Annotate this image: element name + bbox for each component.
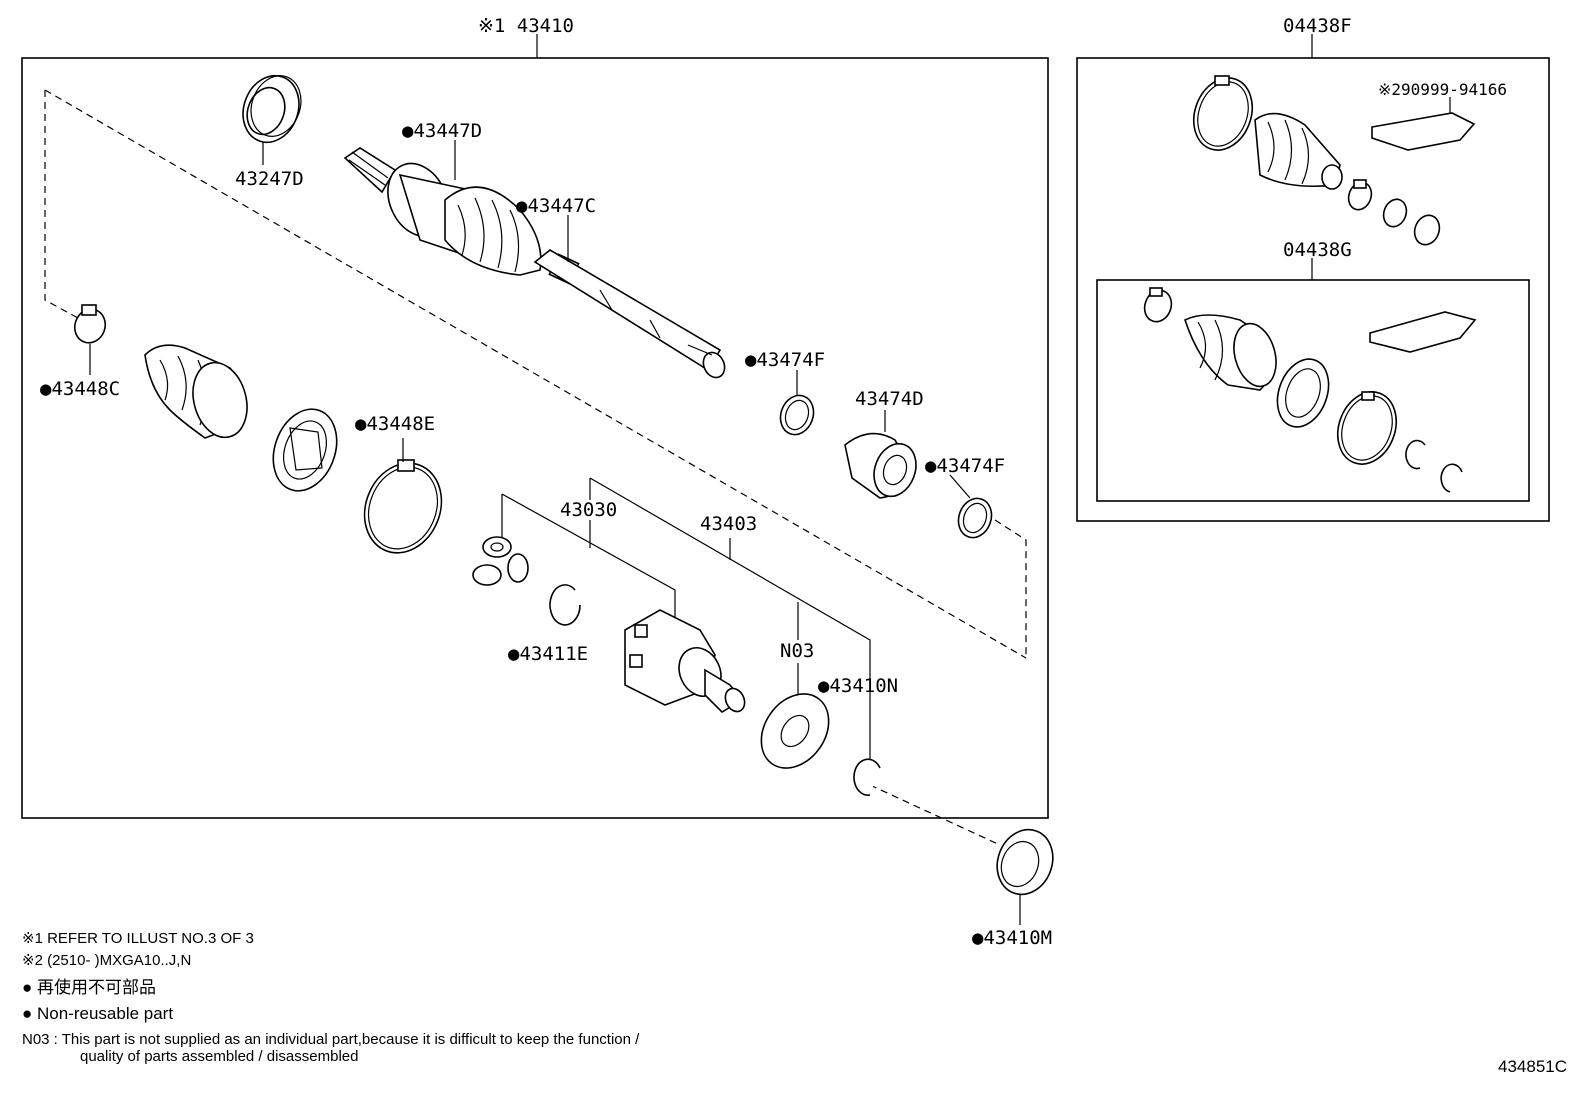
note-non-reusable-en: ● Non-reusable part	[22, 1004, 173, 1023]
kit-f-ring-part	[1382, 198, 1408, 228]
label-kit-g: 04438G	[1283, 239, 1352, 261]
note-n03-line1: N03 : This part is not supplied as an in…	[22, 1031, 640, 1048]
label-main-assembly: ※1 43410	[478, 15, 574, 37]
label-grease: ※290999-94166	[1378, 80, 1507, 99]
seal-43247D-part	[242, 74, 302, 144]
note-n03-line2: quality of parts assembled / disassemble…	[80, 1048, 358, 1065]
note-refer-illust: ※1 REFER TO ILLUST NO.3 OF 3	[22, 930, 254, 947]
kit-g-clamp-band-part	[1337, 391, 1397, 465]
label-43410M: ●43410M	[972, 927, 1052, 949]
ring-43474F-b-part	[957, 497, 993, 539]
note-non-reusable-jp: ● 再使用不可部品	[22, 977, 156, 997]
label-43474D: 43474D	[855, 388, 924, 410]
label-43030: 43030	[560, 499, 617, 521]
illustration-id: 434851C	[1498, 1057, 1567, 1076]
washer-N03-part	[760, 693, 830, 769]
label-43474F-a: ●43474F	[745, 349, 825, 371]
main-assembly-box	[21, 57, 1049, 819]
seal-43410M-part	[996, 828, 1054, 896]
label-43247D: 43247D	[235, 168, 304, 190]
note-serial-range: ※2 (2510- )MXGA10..J,N	[22, 952, 191, 969]
label-43410N: ●43410N	[818, 675, 898, 697]
kit-g-snap-ring-part	[1405, 439, 1426, 470]
clamp-band-43448E-part	[363, 459, 443, 554]
kit-f-ring2-part	[1413, 214, 1441, 246]
kit-f-box	[1076, 57, 1550, 522]
label-43474F-b: ●43474F	[925, 455, 1005, 477]
kit-g-boot-part	[1184, 314, 1277, 391]
kit-g-box	[1096, 279, 1530, 502]
drive-shaft-part	[343, 147, 726, 379]
damper-43474D-part	[844, 432, 917, 499]
inner-joint-housing-part	[624, 609, 746, 714]
tripod-joint-part	[472, 536, 529, 586]
label-43411E: ●43411E	[508, 643, 588, 665]
kit-f-clamp-band-part	[1193, 75, 1253, 151]
kit-g-retainer-part	[1276, 358, 1330, 428]
snap-ring-43411E-part	[549, 584, 581, 626]
boot-inner-part	[144, 344, 248, 439]
ring-43474F-a-part	[779, 394, 815, 436]
kit-f-small-clamp-part	[1347, 179, 1373, 211]
label-43403: 43403	[700, 513, 757, 535]
kit-g-snap-ring2-part	[1440, 463, 1463, 493]
label-43448E: ●43448E	[355, 413, 435, 435]
label-N03: N03	[780, 640, 814, 662]
kit-f-boot-part	[1254, 112, 1343, 190]
label-kit-f: 04438F	[1283, 15, 1352, 37]
snap-ring-43410N-part	[853, 758, 881, 796]
clamp-43448C-part	[73, 304, 107, 344]
label-43448C: ●43448C	[40, 378, 120, 400]
kit-g-clamp-part	[1143, 287, 1173, 323]
label-43447D: ●43447D	[402, 120, 482, 142]
label-43447C: ●43447C	[516, 195, 596, 217]
kit-g-grease-pack-part	[1369, 311, 1477, 353]
grease-pack-part	[1371, 112, 1476, 151]
boot-retainer-part	[272, 408, 338, 492]
